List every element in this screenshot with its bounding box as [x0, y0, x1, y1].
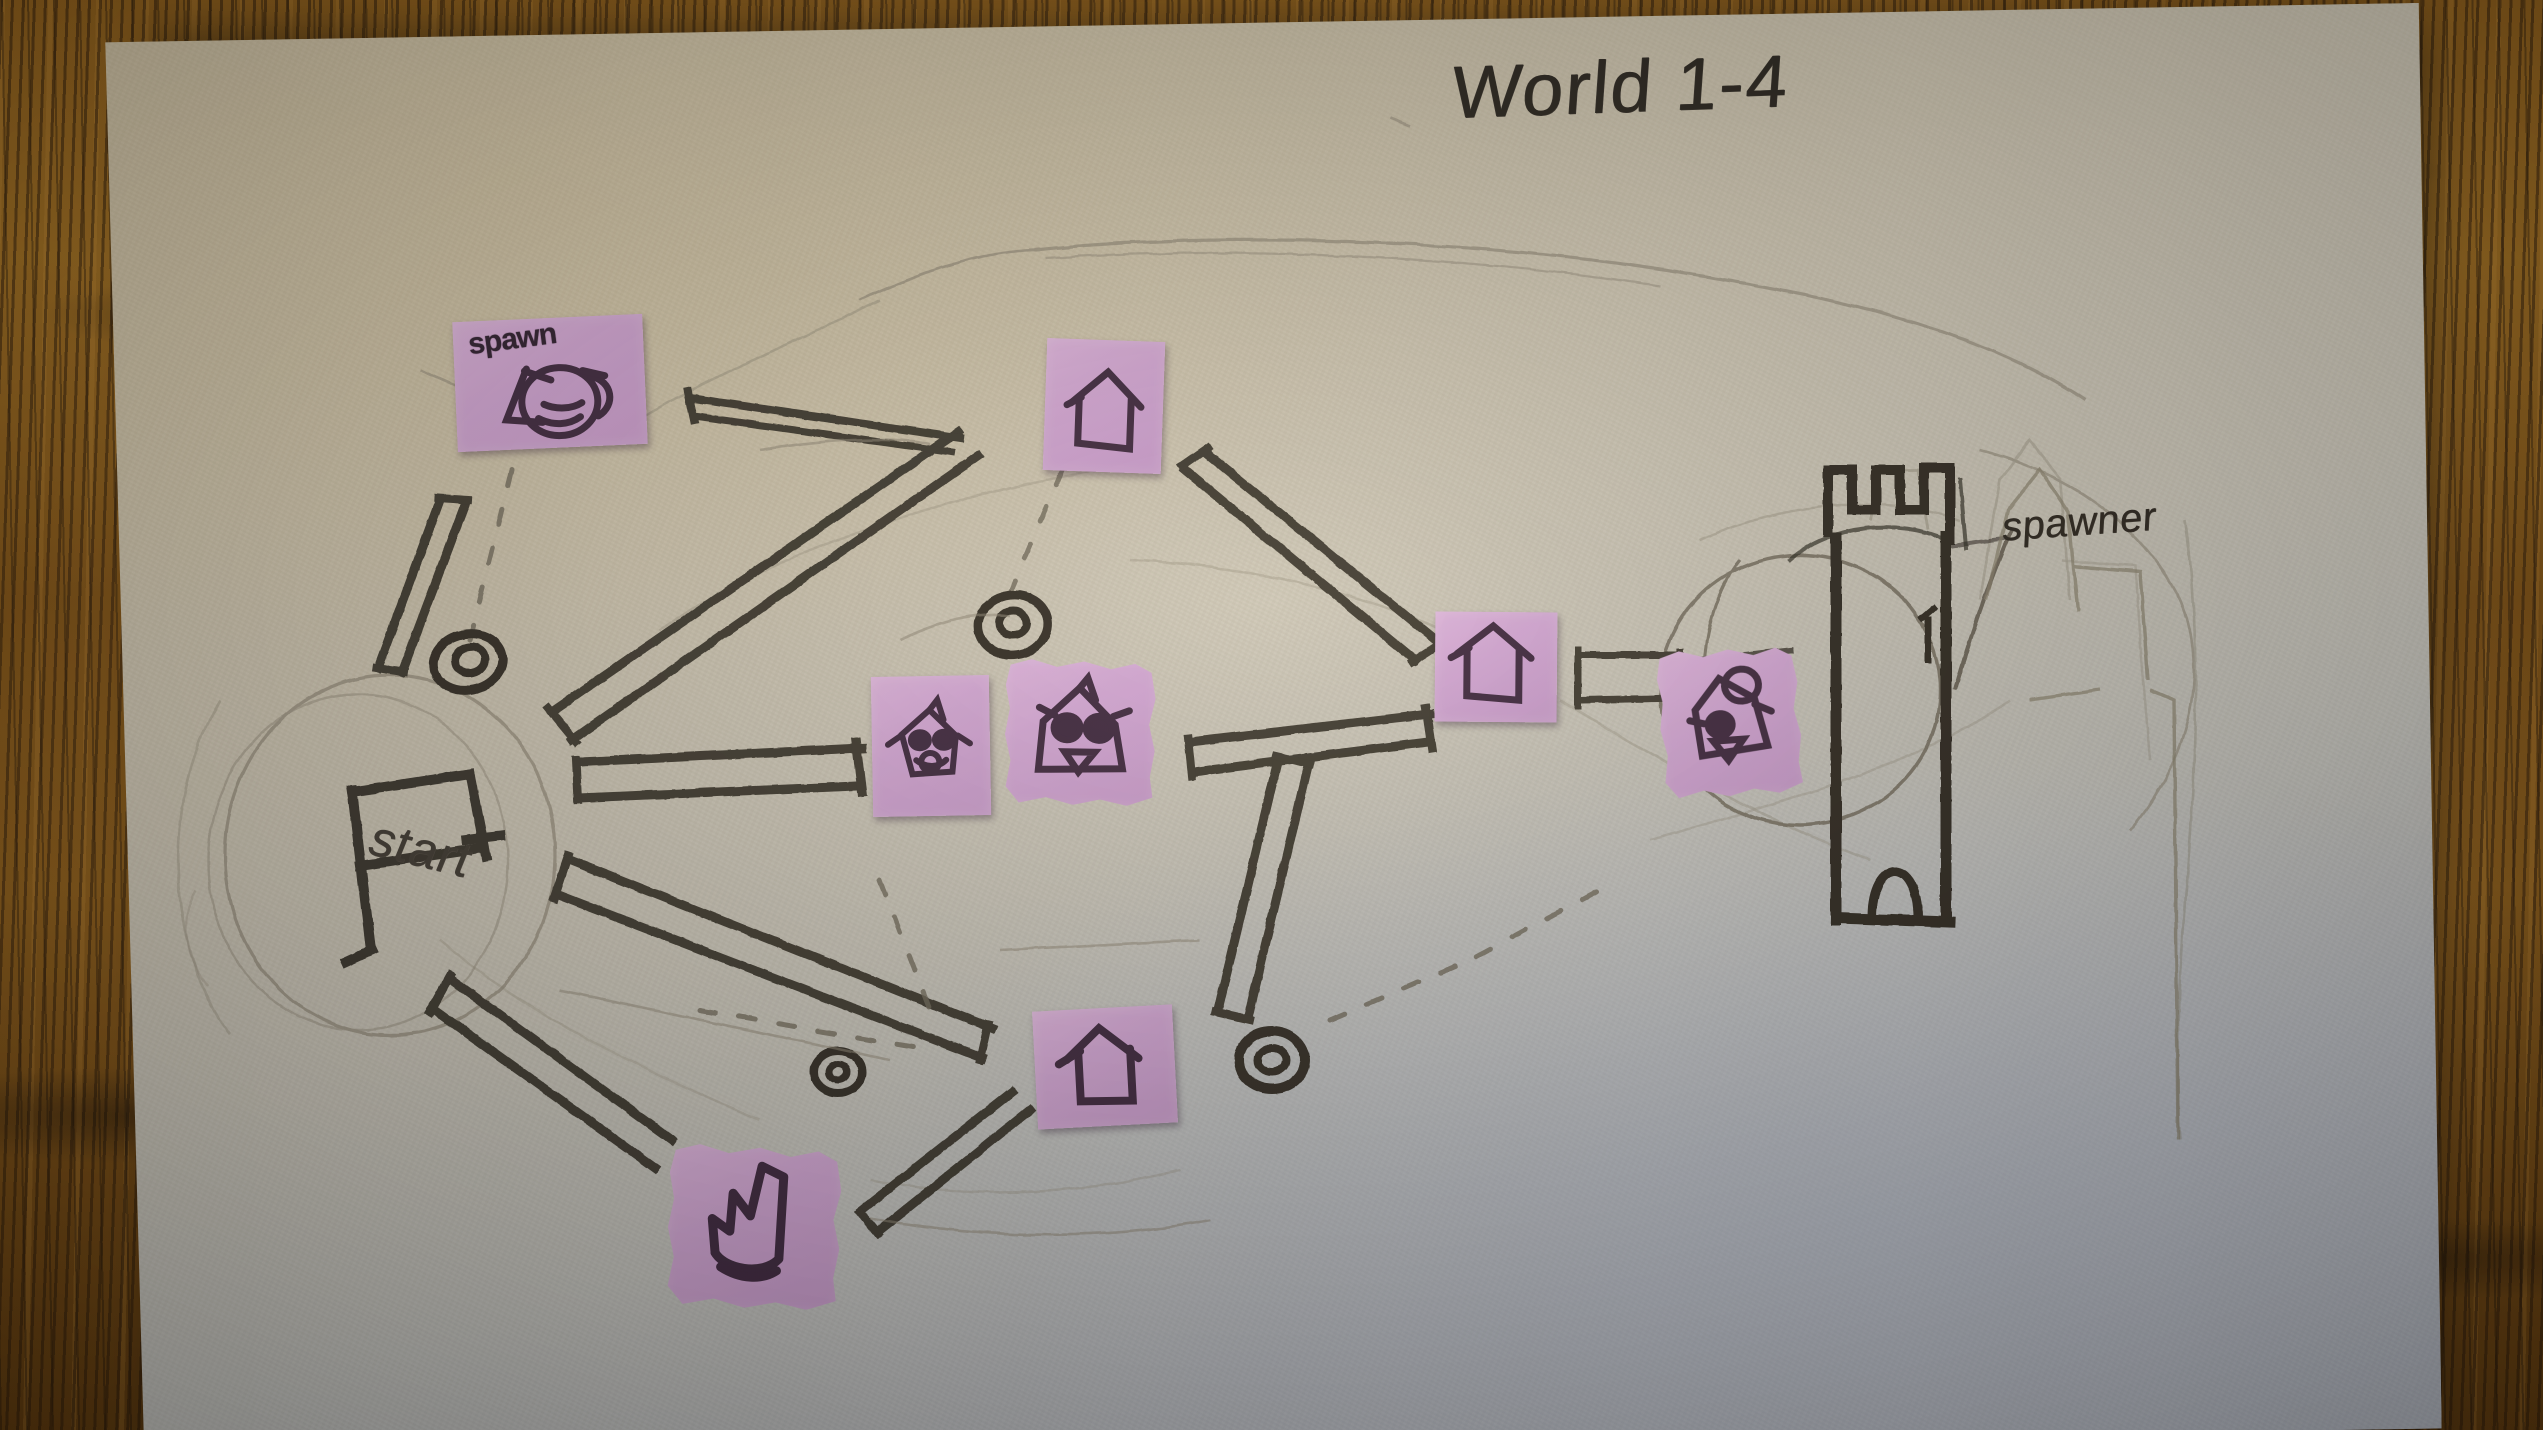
- sticky-note-monster-small[interactable]: [870, 674, 992, 818]
- house-icon: [1032, 1004, 1178, 1129]
- sticky-note-house-bottom[interactable]: [1032, 1004, 1178, 1130]
- sticky-note-monster-right[interactable]: [1655, 643, 1805, 800]
- sticky-note-monster-large[interactable]: [1004, 659, 1157, 807]
- sticky-note-house-right[interactable]: [1434, 611, 1558, 723]
- ghost-bird-icon: [452, 314, 647, 452]
- monster-face-icon: [1655, 643, 1805, 800]
- house-icon: [1043, 338, 1166, 474]
- flame-icon: [665, 1143, 843, 1311]
- monster-face-icon: [871, 675, 991, 817]
- house-icon: [1435, 611, 1558, 722]
- sticky-note-flame[interactable]: [665, 1143, 843, 1311]
- monster-face-icon: [1004, 659, 1157, 807]
- sticky-note-house-top[interactable]: [1042, 337, 1166, 475]
- sticky-note-spawn[interactable]: spawn: [452, 313, 648, 453]
